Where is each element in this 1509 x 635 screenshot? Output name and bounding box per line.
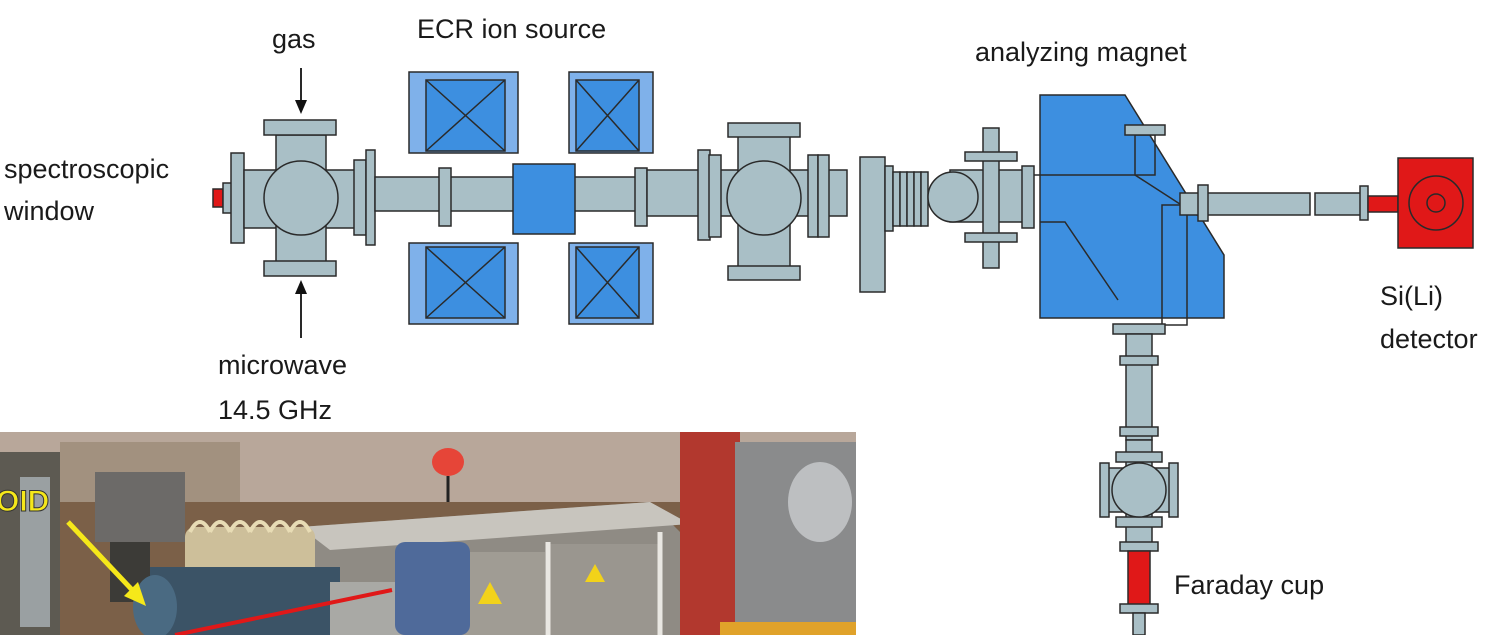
analyzing-magnet-label: analyzing magnet (975, 37, 1187, 67)
analyzing-magnet (1034, 94, 1225, 326)
spectroscopic-label: spectroscopic (4, 154, 170, 184)
coil-top-right (568, 71, 654, 154)
beamline-marker (174, 588, 393, 635)
faraday-beam-line (1099, 323, 1179, 552)
bellows (892, 171, 929, 227)
injection-chamber (243, 119, 376, 277)
detector-label-line1: Si(Li) (1380, 281, 1444, 311)
lab-photo-illustration (0, 432, 856, 635)
ecr-ion-source-label: ECR ion source (417, 14, 607, 44)
faraday-cup-label: Faraday cup (1174, 570, 1325, 600)
ecr-beam-pipe (374, 176, 643, 212)
extraction-chamber (646, 122, 848, 281)
solenoid-callout-label: OID (0, 485, 50, 519)
coil-top-left (408, 71, 519, 154)
lab-photo: OID (0, 432, 856, 635)
gate-valve (859, 156, 886, 293)
microwave-frequency-label: 14.5 GHz (218, 395, 333, 425)
spectroscopic-window (212, 188, 224, 208)
window-label: window (4, 196, 95, 226)
faraday-cup (1119, 550, 1159, 635)
microwave-label: microwave (218, 350, 348, 380)
detector-label-line2: detector (1380, 324, 1478, 354)
sili-detector (1397, 157, 1474, 249)
coil-bottom-left (408, 242, 519, 325)
coil-bottom-right (568, 242, 654, 325)
solenoid-callout-arrow (66, 520, 138, 596)
detector-beam-pipe (1179, 192, 1311, 216)
pre-magnet-cross (927, 127, 1035, 269)
gas-label: gas (272, 24, 316, 54)
plasma-chamber (512, 163, 576, 235)
